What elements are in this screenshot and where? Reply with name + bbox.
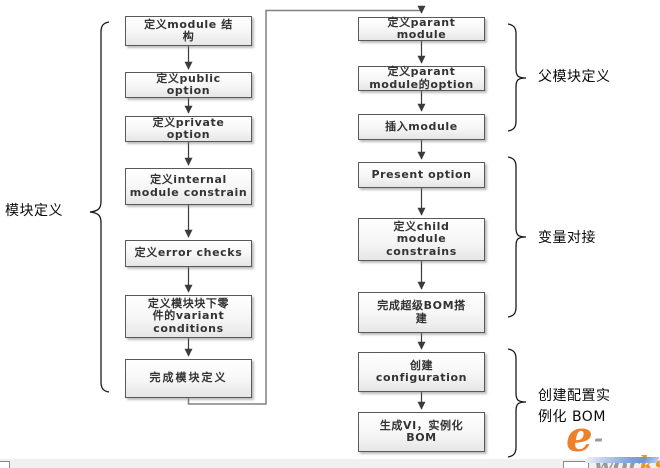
right-brace-parent-module xyxy=(507,23,527,132)
right-brace-create-config xyxy=(507,348,527,458)
box-present-option: Present option xyxy=(358,162,485,188)
box-create-configuration: 创建 configuration xyxy=(358,352,485,392)
box-define-error-checks: 定义error checks xyxy=(125,240,252,267)
label-create-config-instantiate-bom: 创建配置实 例化 BOM xyxy=(538,388,611,425)
box-define-parent-module: 定义parant module xyxy=(358,16,485,41)
box-define-parent-module-option: 定义parant module的option xyxy=(358,65,485,91)
logo-e-icon: e xyxy=(566,412,593,461)
box-define-private-option: 定义private option xyxy=(125,116,252,142)
box-generate-vi-instantiate-bom: 生成VI，实例化 BOM xyxy=(358,412,485,452)
box-finish-module-definition: 完成模块定义 xyxy=(125,359,252,398)
right-brace-variable-docking xyxy=(507,156,527,318)
box-define-internal-module-constrain: 定义internal module constrain xyxy=(125,168,252,205)
left-brace xyxy=(89,21,110,393)
loop-connector-line xyxy=(187,5,426,405)
label-parent-module-definition: 父模块定义 xyxy=(538,69,611,85)
logo-swoosh xyxy=(584,457,660,463)
box-define-variant-conditions: 定义模块块下零 件的variant conditions xyxy=(125,295,252,338)
box-define-public-option: 定义public option xyxy=(125,72,252,98)
box-define-module-structure: 定义module 结 构 xyxy=(125,16,252,46)
bottom-strip xyxy=(0,459,660,468)
cutoff-rect-left xyxy=(0,461,10,468)
eworks-logo: e -works xyxy=(566,413,660,468)
label-variable-docking: 变量对接 xyxy=(538,230,596,246)
box-define-child-module-constrains: 定义child module constrains xyxy=(358,218,485,261)
box-finish-super-bom: 完成超级BOM搭 建 xyxy=(358,292,485,333)
label-module-definition: 模块定义 xyxy=(5,203,63,219)
box-insert-module: 插入module xyxy=(358,114,485,140)
cutoff-rect-right xyxy=(563,461,589,468)
